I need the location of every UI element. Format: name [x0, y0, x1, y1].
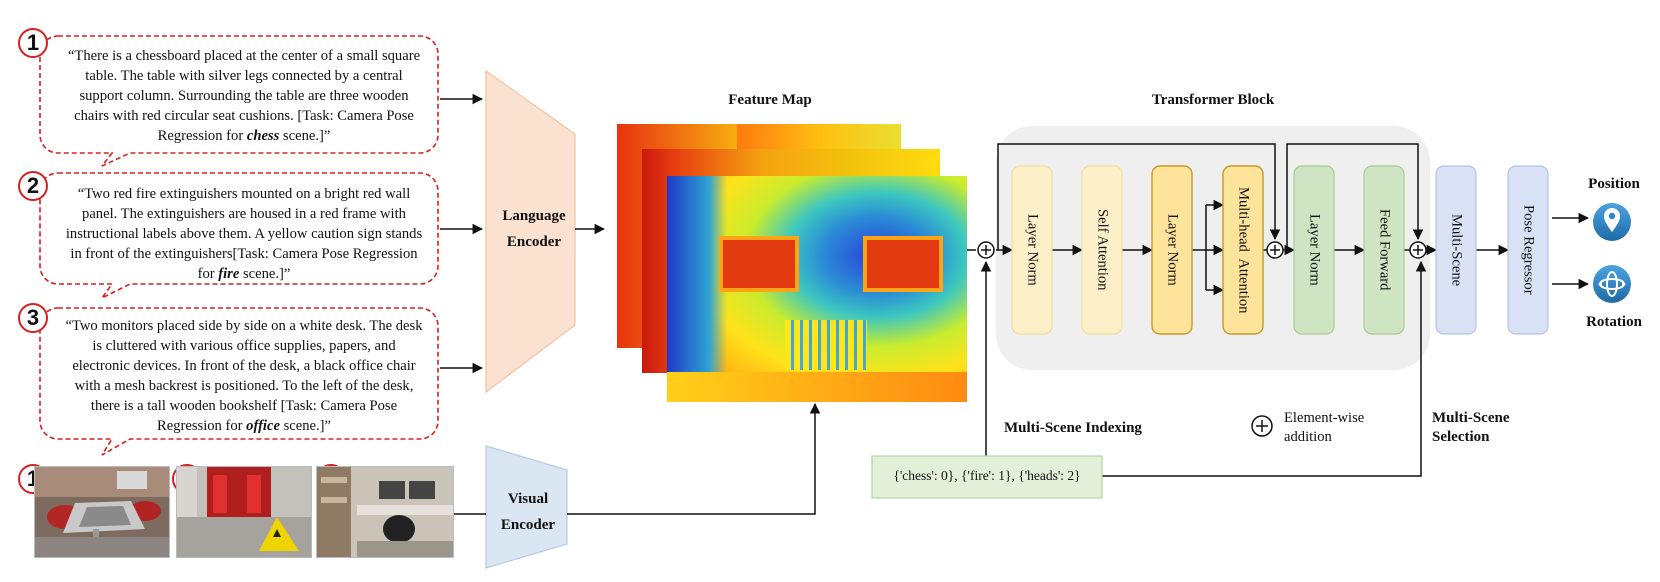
transformer-block-title: Transformer Block	[1151, 92, 1275, 108]
block-label-multi-scene: Multi-Scene	[1448, 213, 1465, 287]
prompt-text-3: “Two monitors placed side by side on a w…	[65, 318, 423, 434]
block-layer-norm-2	[1151, 165, 1193, 335]
block-multi-scene	[1435, 165, 1477, 335]
block-label-feed-forward: Feed Forward	[1376, 209, 1393, 291]
fire-scene-photo	[176, 466, 312, 558]
prompt-text-2: “Two red fire extinguishers mounted on a…	[65, 186, 423, 282]
plus-circle-2	[1266, 241, 1284, 259]
feature-map-title: Feature Map	[728, 92, 812, 108]
block-label-self-attention: Self Attention	[1094, 209, 1111, 291]
prompt-text-1: “There is a chessboard placed at the cen…	[67, 48, 421, 144]
plus-circle-3	[1409, 241, 1427, 259]
multi-scene-indexing-title: Multi-Scene Indexing	[1004, 420, 1142, 436]
block-label-pose-regressor: Pose Regressor	[1520, 205, 1537, 295]
position-label: Position	[1588, 176, 1640, 192]
block-feed-forward	[1363, 165, 1405, 335]
block-label-layer-norm-1: Layer Norm	[1024, 214, 1041, 286]
block-label-multihead-attention: Multi-head Attention	[1235, 186, 1252, 314]
feature-map-layer-1	[667, 176, 967, 402]
indexing-dict-text: {'chess': 0}, {'fire': 1}, {'heads': 2}	[893, 468, 1081, 483]
visual-encoder-shape	[485, 445, 568, 569]
block-multihead-attention	[1222, 165, 1264, 335]
block-pose-regressor	[1507, 165, 1549, 335]
block-layer-norm-1	[1011, 165, 1053, 335]
block-self-attention	[1081, 165, 1123, 335]
plus-circle-1	[977, 241, 995, 259]
indexing-dict-box	[871, 455, 1103, 499]
prompt-number-3: 3	[18, 303, 48, 333]
block-layer-norm-3	[1293, 165, 1335, 335]
position-pin-icon	[1593, 203, 1631, 241]
block-label-layer-norm-3: Layer Norm	[1306, 214, 1323, 286]
chess-scene-photo	[34, 466, 170, 558]
block-label-layer-norm-2: Layer Norm	[1164, 214, 1181, 286]
rotation-gimbal-icon	[1593, 265, 1631, 303]
rotation-label: Rotation	[1586, 314, 1642, 330]
legend-plus-icon	[1251, 415, 1273, 437]
language-encoder-shape	[485, 69, 576, 394]
prompt-number-1: 1	[18, 28, 48, 58]
office-scene-photo	[316, 466, 454, 558]
prompt-number-2: 2	[18, 171, 48, 201]
